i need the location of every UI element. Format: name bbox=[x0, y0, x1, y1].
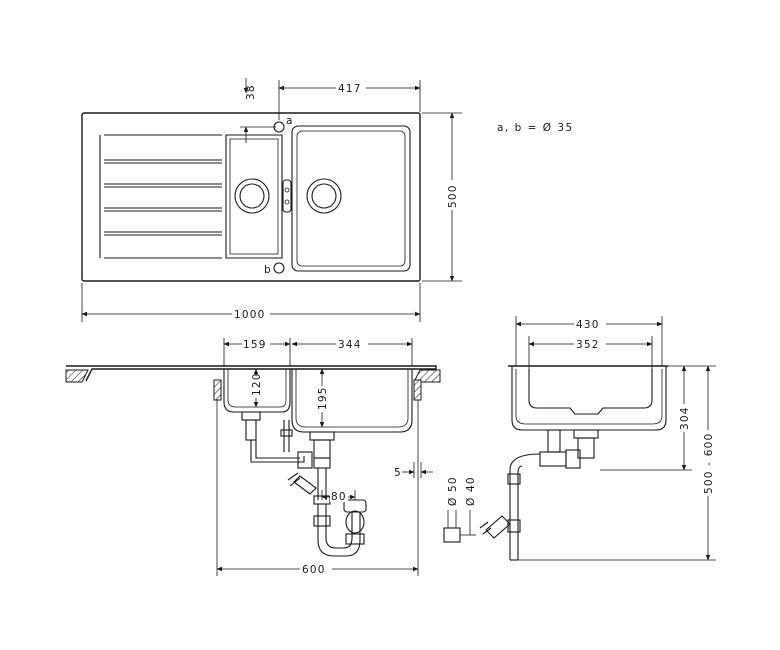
dim-195: 195 bbox=[317, 386, 329, 410]
waste-pipework bbox=[241, 411, 367, 557]
overflow-slot bbox=[282, 179, 292, 213]
pipe-fitting bbox=[443, 527, 461, 543]
dim-1000: 1000 bbox=[234, 309, 266, 321]
dim-500: 500 bbox=[447, 184, 459, 208]
dim-d50: Ø 50 bbox=[447, 476, 459, 506]
countertop-right bbox=[413, 369, 441, 383]
hole-diameter-note: a, b = Ø 35 bbox=[497, 122, 574, 134]
side-bowl bbox=[511, 366, 667, 431]
sink-outline bbox=[81, 112, 421, 282]
top-view: a b 38 417 500 1000 a, b = Ø 35 bbox=[81, 78, 574, 322]
dim-500-600: 500 - 600 bbox=[703, 433, 715, 494]
dim-304: 304 bbox=[679, 406, 691, 430]
main-bowl-outline bbox=[291, 125, 411, 272]
dim-417: 417 bbox=[338, 83, 362, 95]
side-view: 430 352 304 500 - 600 bbox=[479, 316, 716, 561]
dim-5: 5 bbox=[394, 467, 402, 479]
small-bowl-outline bbox=[225, 134, 283, 259]
tap-hole-b bbox=[273, 262, 285, 274]
dim-600: 600 bbox=[302, 564, 326, 576]
dim-344: 344 bbox=[338, 339, 362, 351]
main-bowl-drain bbox=[306, 178, 342, 214]
pipe-diameter-detail: Ø 50 Ø 40 bbox=[443, 476, 477, 543]
hole-b-label: b bbox=[264, 264, 272, 276]
hole-a-label: a bbox=[286, 115, 294, 127]
dim-38: 38 bbox=[245, 84, 257, 100]
cabinet-wall-right bbox=[413, 379, 422, 401]
dim-430: 430 bbox=[576, 319, 600, 331]
front-main-bowl bbox=[291, 369, 413, 433]
dim-159: 159 bbox=[243, 339, 267, 351]
dim-352: 352 bbox=[576, 339, 600, 351]
dim-d40: Ø 40 bbox=[465, 476, 477, 506]
small-bowl-drain bbox=[234, 178, 270, 214]
cabinet-wall-left bbox=[213, 379, 222, 401]
dim-80: 80 bbox=[331, 491, 347, 503]
drainboard-grooves bbox=[99, 134, 222, 259]
dim-120: 120 bbox=[251, 372, 263, 396]
countertop-left bbox=[65, 369, 89, 383]
front-view: 159 344 120 195 5 80 600 bbox=[65, 338, 441, 576]
side-pipework bbox=[479, 429, 599, 561]
